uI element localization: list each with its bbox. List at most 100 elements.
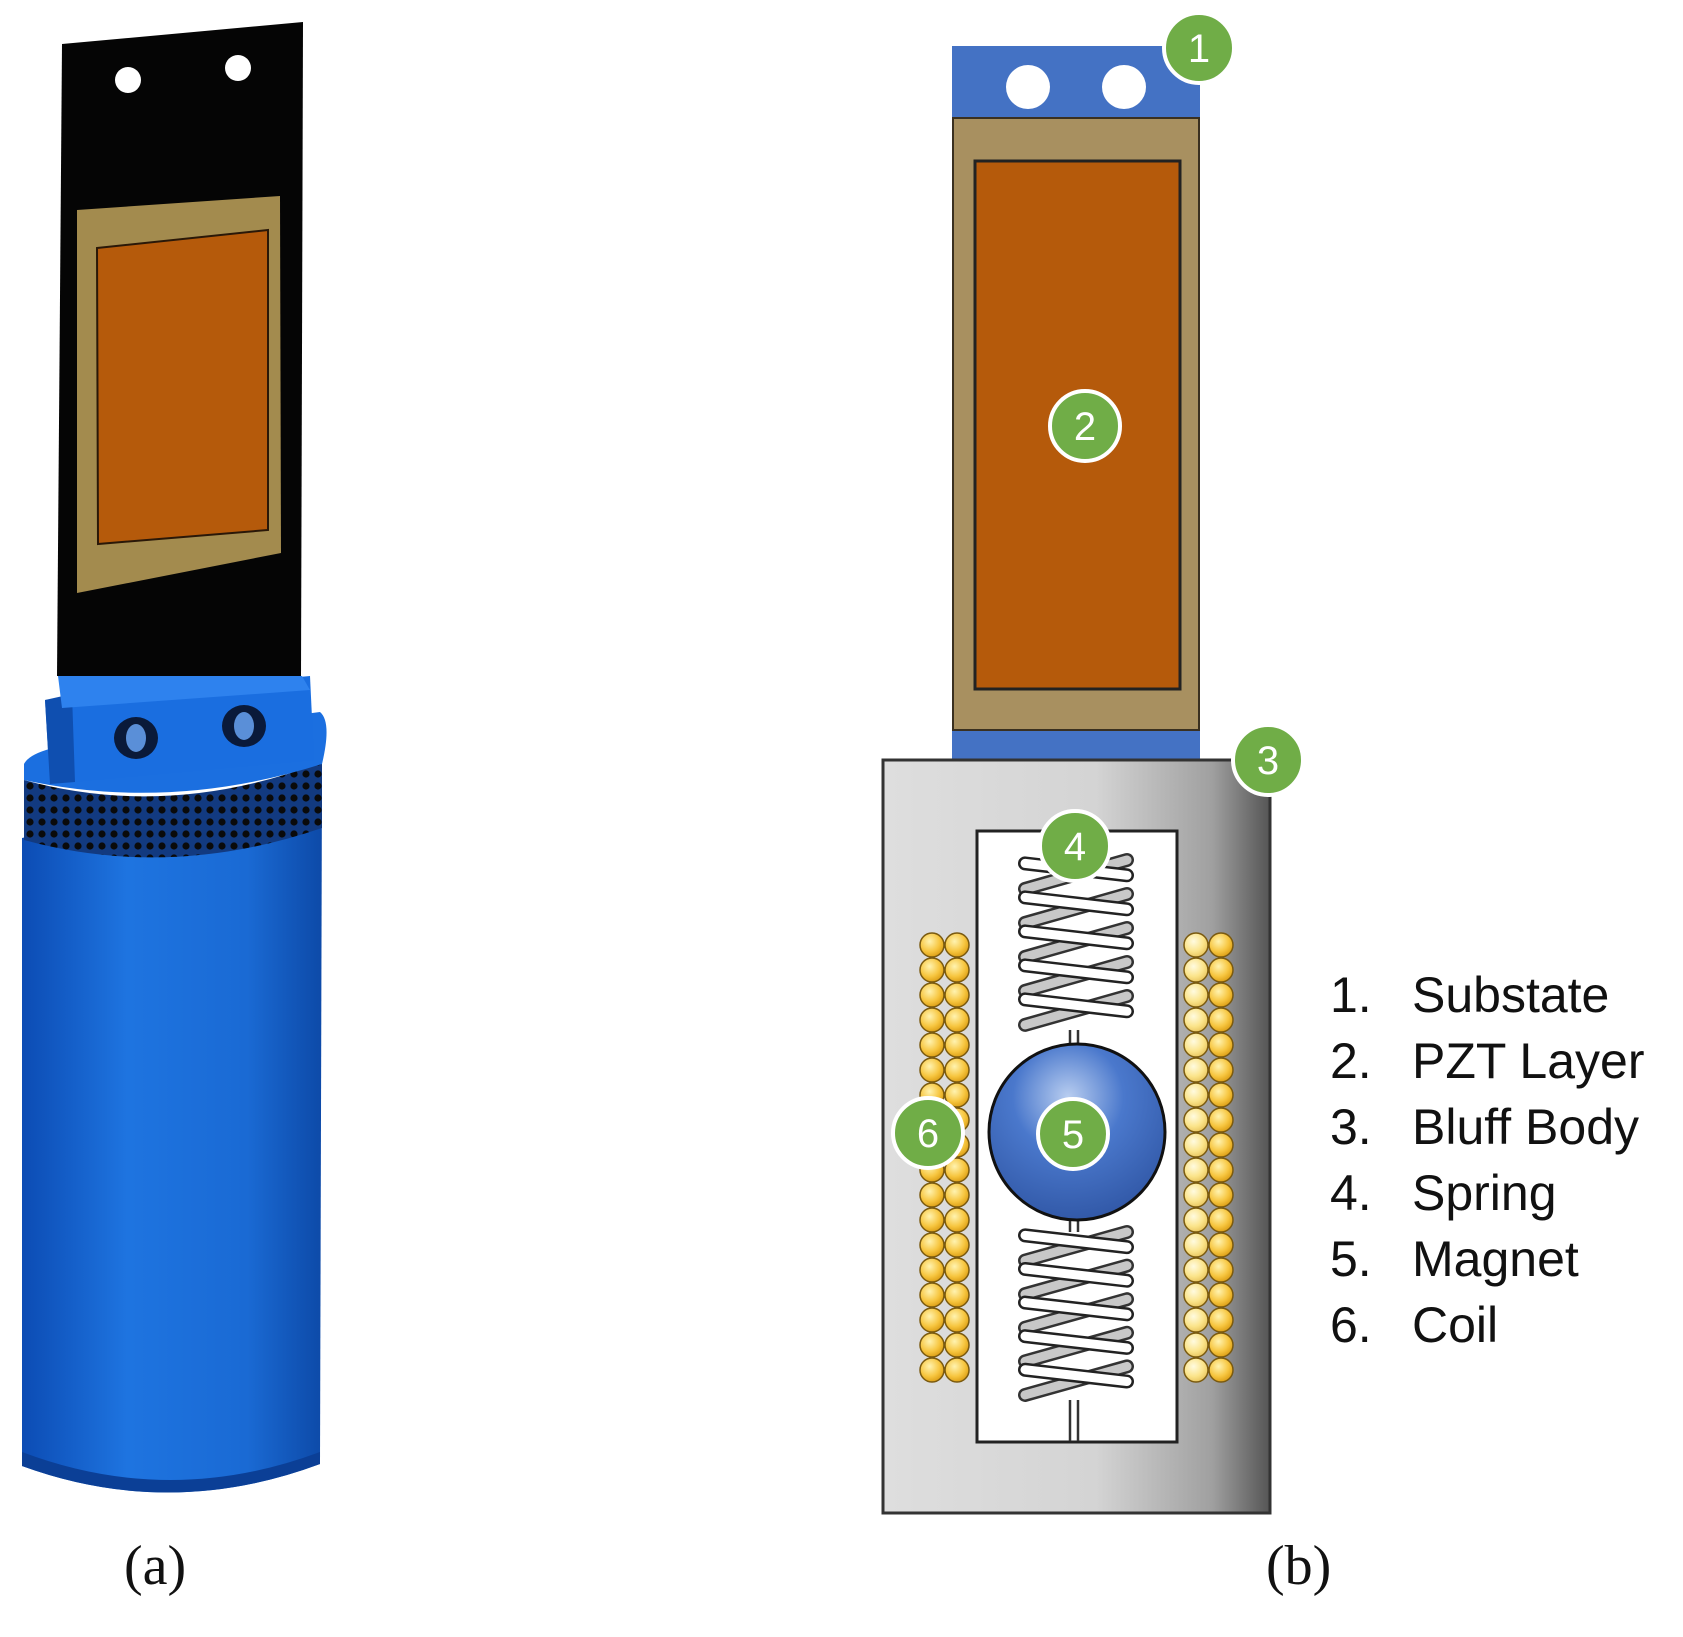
- coil-wire-turn: [1208, 1157, 1234, 1183]
- coil-wire-turn: [1183, 1207, 1209, 1233]
- svg-text:2: 2: [1074, 405, 1096, 449]
- spring-coil-front: [1020, 1365, 1132, 1387]
- coil-wire-turn: [1183, 932, 1209, 958]
- spring-coil-front: [1020, 1230, 1132, 1252]
- coil-wire-turn: [944, 1307, 970, 1333]
- legend-item: 2.PZT Layer: [1330, 1033, 1645, 1089]
- legend-item: 3.Bluff Body: [1330, 1099, 1640, 1155]
- spring-coil-front: [1020, 960, 1132, 982]
- coil-wire-turn: [919, 1332, 945, 1358]
- coil-wire-turn: [1208, 1207, 1234, 1233]
- coil-wire-turn: [919, 1232, 945, 1258]
- coil-wire-turn: [1183, 1007, 1209, 1033]
- coil-wire-turn: [1183, 1232, 1209, 1258]
- coil-wire-turn: [944, 1007, 970, 1033]
- coil-wire-turn: [944, 1232, 970, 1258]
- coil-wire-turn: [1208, 1057, 1234, 1083]
- clamp-screw-hole: [234, 712, 254, 740]
- coil-wire-turn: [944, 932, 970, 958]
- coil-wire-turn: [919, 1282, 945, 1308]
- coil-wire-turn: [944, 1182, 970, 1208]
- svg-text:3: 3: [1257, 739, 1279, 783]
- knurled-collar: [24, 762, 322, 858]
- coil-wire-turn: [919, 1307, 945, 1333]
- coil-wire-turn: [944, 1257, 970, 1283]
- badge-3: 3: [1231, 723, 1305, 797]
- legend-item: 1.Substate: [1330, 967, 1610, 1023]
- coil-wire-turn: [1183, 1282, 1209, 1308]
- coil-wire-turn: [919, 1182, 945, 1208]
- coil-wire-turn: [919, 982, 945, 1008]
- coil-wire-turn: [1208, 1307, 1234, 1333]
- mount-hole-3d: [115, 67, 141, 93]
- coil-wire-turn: [944, 1332, 970, 1358]
- coil-wire-turn: [919, 1257, 945, 1283]
- badge-5: 5: [1036, 1097, 1110, 1171]
- bluff-body-cylinder: [22, 770, 322, 1493]
- coil-wire-turn: [944, 1207, 970, 1233]
- coil-wire-turn: [944, 957, 970, 983]
- coil-wire-turn: [1183, 1032, 1209, 1058]
- coil-wire-turn: [1208, 1257, 1234, 1283]
- legend-item: 6.Coil: [1330, 1297, 1499, 1353]
- clamp-top: [58, 676, 310, 708]
- coil-wire-turn: [1208, 1082, 1234, 1108]
- coil-wire-turn: [1208, 1107, 1234, 1133]
- coil-wire-turn: [1208, 1032, 1234, 1058]
- clamp-screw-hole: [126, 724, 146, 752]
- spring-end-lead: [1068, 1400, 1080, 1441]
- spring-end-lead: [1068, 1030, 1080, 1044]
- coil: [919, 932, 1234, 1383]
- coil-wire-turn: [944, 1057, 970, 1083]
- coil-wire-turn: [1208, 1357, 1234, 1383]
- panel-b-label: (b): [1266, 1535, 1332, 1597]
- spring-end-lead: [1068, 1220, 1080, 1232]
- badge-6: 6: [891, 1096, 965, 1170]
- legend-item: 5.Magnet: [1330, 1231, 1579, 1287]
- badge-1: 1: [1162, 11, 1236, 85]
- panel-b-schematic: 1 2 3 4 5 6: [881, 11, 1305, 1515]
- spring-coil-front: [1020, 1298, 1132, 1319]
- pzt-layer-3d: [95, 228, 269, 546]
- coil-wire-turn: [944, 1282, 970, 1308]
- badge-4: 4: [1038, 809, 1112, 883]
- coil-wire-turn: [1208, 1007, 1234, 1033]
- spring-coil-front: [1020, 1331, 1132, 1353]
- coil-wire-turn: [1183, 1132, 1209, 1158]
- spring-coil-front: [1020, 994, 1132, 1016]
- svg-text:4: 4: [1064, 825, 1086, 869]
- coil-wire-turn: [919, 1032, 945, 1058]
- coil-wire-turn: [1208, 982, 1234, 1008]
- coil-wire-turn: [1208, 1232, 1234, 1258]
- substrate-hole: [1102, 65, 1146, 109]
- coil-wire-turn: [1208, 1132, 1234, 1158]
- coil-wire-turn: [1208, 957, 1234, 983]
- coil-wire-turn: [1183, 1357, 1209, 1383]
- coil-wire-turn: [1208, 1282, 1234, 1308]
- panel-a-label: (a): [124, 1535, 187, 1597]
- coil-wire-turn: [1183, 1157, 1209, 1183]
- coil-wire-turn: [1208, 1332, 1234, 1358]
- coil-wire-turn: [1183, 1107, 1209, 1133]
- coil-wire-turn: [944, 1157, 970, 1183]
- cylinder-bottom-rim: [22, 1452, 320, 1493]
- coil-wire-turn: [1183, 1332, 1209, 1358]
- coil-wire-turn: [1183, 1182, 1209, 1208]
- coil-wire-turn: [1183, 1307, 1209, 1333]
- coil-wire-turn: [944, 1082, 970, 1108]
- coil-wire-turn: [1183, 957, 1209, 983]
- badge-2: 2: [1048, 389, 1122, 463]
- spring-coil-front: [1020, 926, 1132, 948]
- coil-wire-turn: [1183, 982, 1209, 1008]
- clamp-side: [45, 694, 75, 784]
- mount-hole-3d: [225, 55, 251, 81]
- spring-coil-front: [1020, 1264, 1132, 1286]
- svg-text:1: 1: [1188, 27, 1210, 71]
- coil-wire-turn: [1183, 1082, 1209, 1108]
- panel-a-render: [22, 22, 327, 1493]
- component-legend: 1.Substate 2.PZT Layer 3.Bluff Body 4.Sp…: [1330, 962, 1645, 1358]
- coil-wire-turn: [1183, 1257, 1209, 1283]
- spring-coil-front: [1020, 892, 1132, 914]
- coil-wire-turn: [944, 982, 970, 1008]
